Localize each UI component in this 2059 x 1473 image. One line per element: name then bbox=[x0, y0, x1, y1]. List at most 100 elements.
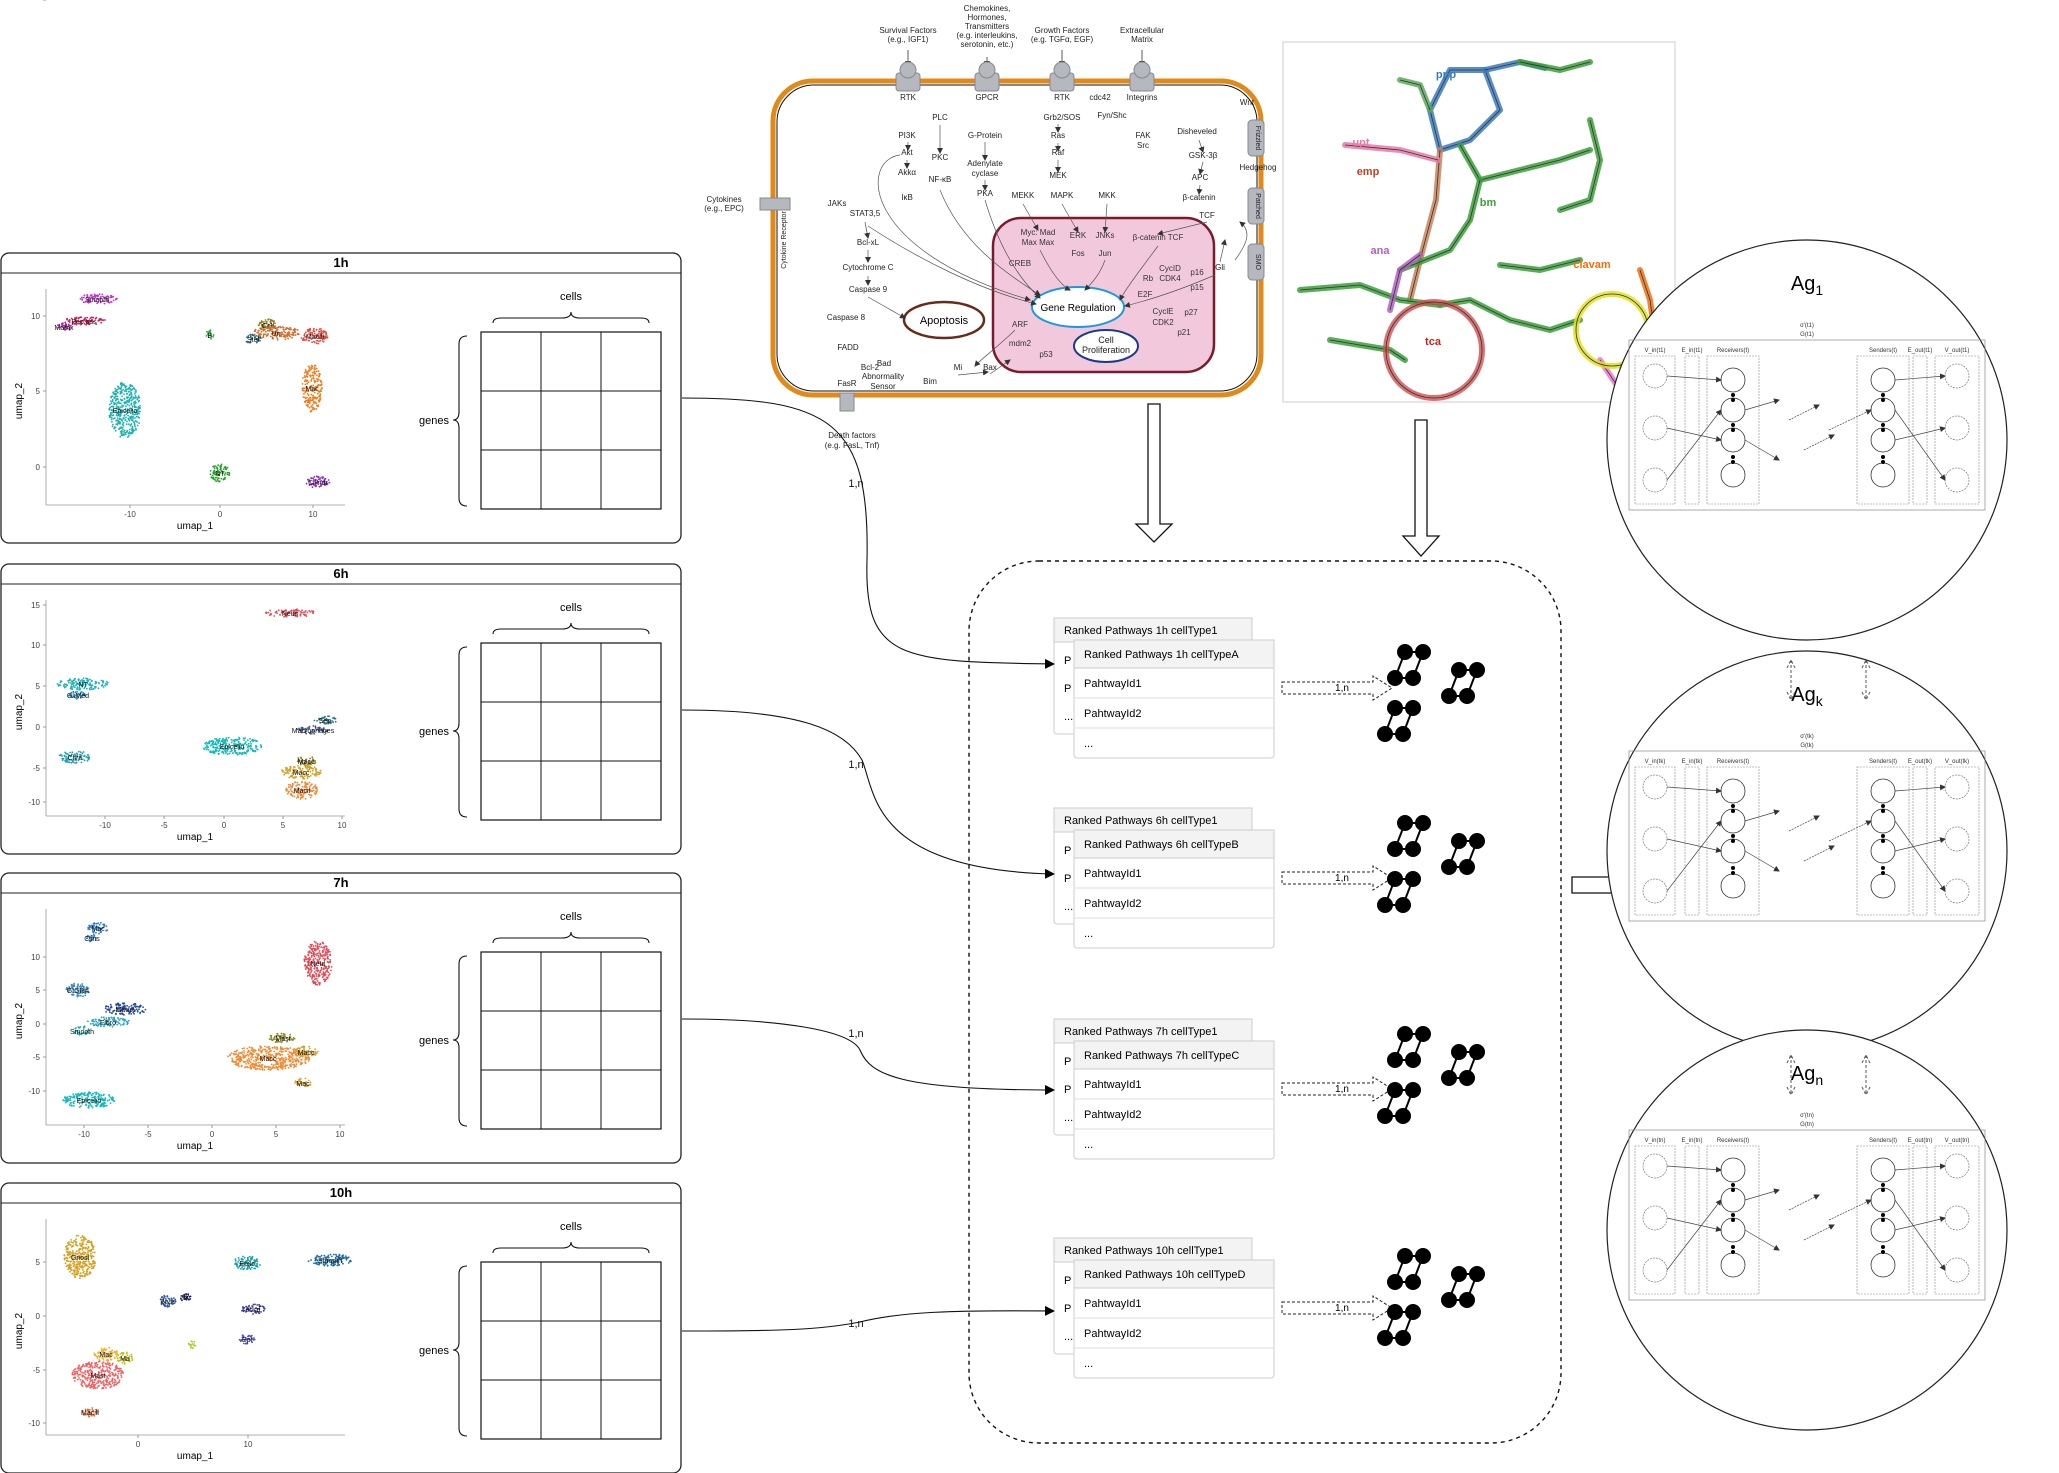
cell-point bbox=[224, 740, 227, 743]
cell-point bbox=[115, 395, 117, 398]
cell-point bbox=[144, 1008, 147, 1011]
cell-point bbox=[206, 330, 208, 333]
umap-cluster: Stel bbox=[245, 333, 262, 344]
cell-point bbox=[308, 781, 311, 784]
cell-point bbox=[315, 408, 318, 410]
cell-point bbox=[85, 318, 87, 321]
cell-point bbox=[314, 772, 317, 775]
cell-point bbox=[342, 1262, 344, 1265]
cell-point bbox=[316, 980, 319, 982]
cell-point bbox=[136, 411, 138, 414]
cell-point bbox=[325, 722, 328, 725]
cell-point bbox=[283, 615, 286, 618]
cell-point bbox=[111, 1382, 114, 1384]
cell-point bbox=[299, 1063, 302, 1066]
cell-point bbox=[123, 383, 125, 386]
cell-point bbox=[62, 324, 65, 327]
cell-point bbox=[347, 1262, 350, 1264]
cell-point bbox=[220, 463, 223, 466]
cluster-label: Macc bbox=[260, 1056, 277, 1063]
cell-point bbox=[93, 1381, 96, 1384]
cell-point bbox=[106, 298, 108, 301]
cell-point bbox=[306, 727, 309, 729]
cell-point bbox=[285, 609, 288, 612]
cell-point bbox=[62, 322, 64, 325]
cell-point bbox=[268, 330, 271, 332]
cell-point bbox=[315, 328, 318, 331]
cell-point bbox=[135, 415, 138, 418]
umap-cluster: Epicelio bbox=[202, 736, 263, 756]
cell-point bbox=[255, 1265, 258, 1268]
cell-point bbox=[300, 796, 303, 799]
cell-point bbox=[106, 1099, 109, 1102]
cell-point bbox=[307, 954, 310, 957]
cell-point bbox=[311, 331, 314, 334]
cell-point bbox=[131, 1359, 134, 1361]
cell-point bbox=[316, 977, 318, 980]
cell-point bbox=[86, 296, 88, 299]
cell-point bbox=[264, 330, 267, 333]
cell-point bbox=[205, 335, 208, 337]
cell-point bbox=[95, 1018, 97, 1021]
cell-point bbox=[291, 784, 294, 787]
cell-point bbox=[75, 1241, 78, 1244]
cell-point bbox=[68, 1241, 70, 1243]
cell-point bbox=[311, 756, 314, 759]
cell-point bbox=[303, 333, 306, 335]
cell-point bbox=[112, 410, 115, 413]
cell-point bbox=[92, 320, 95, 323]
cell-point bbox=[136, 409, 139, 411]
cell-point bbox=[134, 393, 136, 395]
cell-point bbox=[304, 376, 306, 379]
cell-point bbox=[119, 421, 122, 424]
cell-point bbox=[74, 691, 77, 694]
umap-cluster: GliMed bbox=[67, 690, 89, 700]
cell-point bbox=[246, 750, 248, 752]
cell-point bbox=[319, 339, 322, 342]
cell-point bbox=[313, 364, 316, 367]
cell-point bbox=[128, 407, 131, 410]
cell-point bbox=[316, 943, 319, 946]
cell-point bbox=[280, 331, 283, 334]
cell-point bbox=[131, 419, 134, 422]
cell-point bbox=[329, 959, 331, 961]
cell-point bbox=[276, 326, 278, 329]
cell-point bbox=[325, 482, 328, 485]
cell-point bbox=[275, 1066, 278, 1069]
cluster-label: Matrix bbox=[54, 325, 74, 332]
cell-point bbox=[232, 1052, 235, 1055]
cell-point bbox=[310, 397, 312, 399]
cell-point bbox=[125, 423, 128, 426]
cell-point bbox=[238, 736, 240, 739]
cluster-label: Epicelio bbox=[77, 1098, 102, 1105]
cell-point bbox=[320, 480, 323, 482]
cell-point bbox=[315, 975, 318, 977]
cell-point bbox=[138, 1008, 140, 1011]
cell-point bbox=[324, 978, 326, 981]
cell-point bbox=[314, 386, 317, 388]
cell-point bbox=[69, 1264, 72, 1266]
cell-point bbox=[310, 956, 313, 958]
cell-point bbox=[294, 334, 297, 336]
cell-point bbox=[121, 391, 123, 394]
cell-point bbox=[81, 685, 84, 688]
cell-point bbox=[100, 1347, 103, 1350]
cell-point bbox=[81, 1241, 84, 1244]
cell-point bbox=[118, 1019, 121, 1021]
cell-point bbox=[266, 329, 269, 332]
cell-point bbox=[84, 301, 87, 303]
cell-point bbox=[81, 1235, 84, 1237]
cell-point bbox=[88, 319, 91, 321]
cell-point bbox=[214, 471, 216, 474]
x-tick-label: -10 bbox=[124, 510, 136, 519]
cell-point bbox=[300, 731, 303, 734]
cell-point bbox=[101, 293, 104, 296]
cell-point bbox=[314, 957, 317, 960]
cell-point bbox=[294, 1051, 296, 1053]
cell-point bbox=[312, 388, 314, 390]
cell-point bbox=[308, 387, 311, 390]
cell-point bbox=[64, 326, 67, 329]
cell-point bbox=[219, 466, 222, 469]
cell-point bbox=[277, 331, 280, 334]
y-tick-label: 5 bbox=[36, 986, 41, 995]
